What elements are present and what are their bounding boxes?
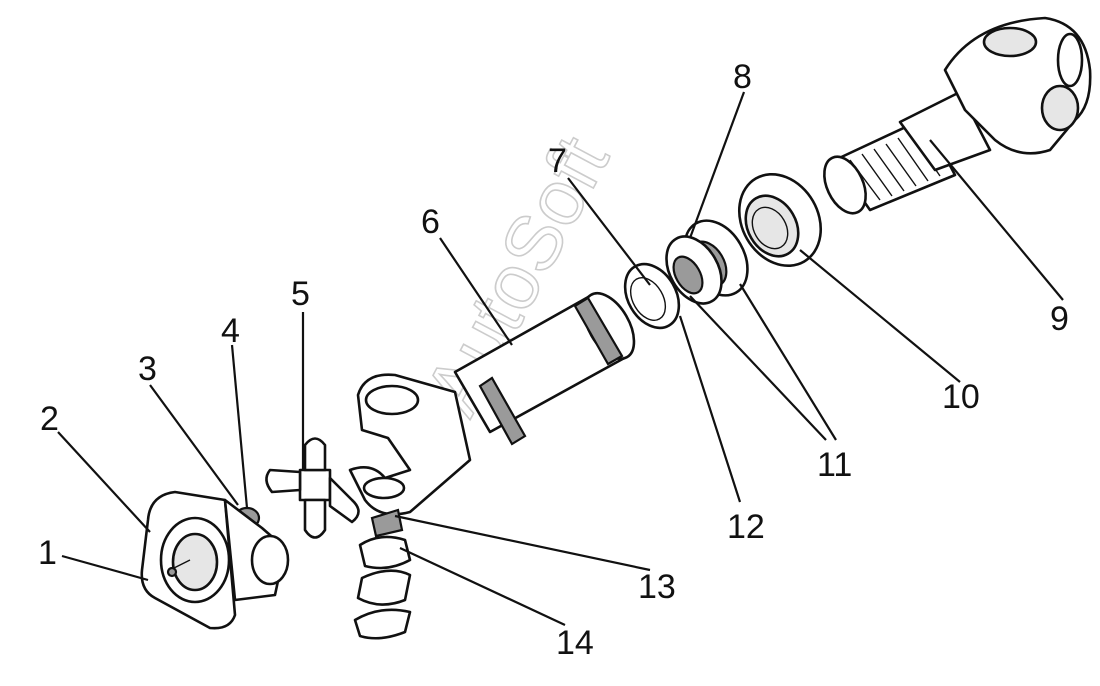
callout-2: 2 xyxy=(40,400,59,438)
callout-14: 14 xyxy=(556,624,594,662)
part-13-flange-yoke xyxy=(348,373,472,538)
callout-8: 8 xyxy=(733,58,752,96)
callout-10: 10 xyxy=(942,378,980,416)
leader-11b xyxy=(689,295,827,441)
leader-6 xyxy=(439,237,513,346)
part-14-plates xyxy=(353,535,412,640)
callout-12: 12 xyxy=(727,508,765,546)
leader-11a xyxy=(739,283,837,441)
callout-3: 3 xyxy=(138,350,157,388)
leader-4 xyxy=(230,344,249,509)
callout-13: 13 xyxy=(638,568,676,606)
leader-10 xyxy=(799,249,961,383)
leader-8 xyxy=(688,91,746,239)
callout-7: 7 xyxy=(548,142,567,180)
callout-6: 6 xyxy=(421,203,440,241)
part-5-spider-cross xyxy=(265,437,360,539)
leader-13 xyxy=(394,514,651,572)
leader-1 xyxy=(61,554,149,582)
part-9-splined-yoke-shaft xyxy=(823,16,1092,215)
part-1-3-flange-housing xyxy=(140,490,290,630)
part-10-nut xyxy=(737,172,823,268)
leader-12 xyxy=(678,315,742,503)
leader-lines xyxy=(57,91,1064,626)
part-6-tube-shaft xyxy=(453,291,636,446)
leader-2 xyxy=(57,431,151,533)
callout-5: 5 xyxy=(291,275,310,313)
callout-labels: 1 2 3 4 5 6 7 8 9 10 11 12 13 14 xyxy=(38,58,1069,662)
leader-3 xyxy=(149,384,239,506)
callout-1: 1 xyxy=(38,534,57,572)
callout-4: 4 xyxy=(221,312,240,350)
leader-7 xyxy=(567,177,651,286)
callout-9: 9 xyxy=(1050,300,1069,338)
callout-11: 11 xyxy=(817,446,852,484)
leader-9 xyxy=(929,139,1064,301)
leader-14 xyxy=(399,547,566,626)
